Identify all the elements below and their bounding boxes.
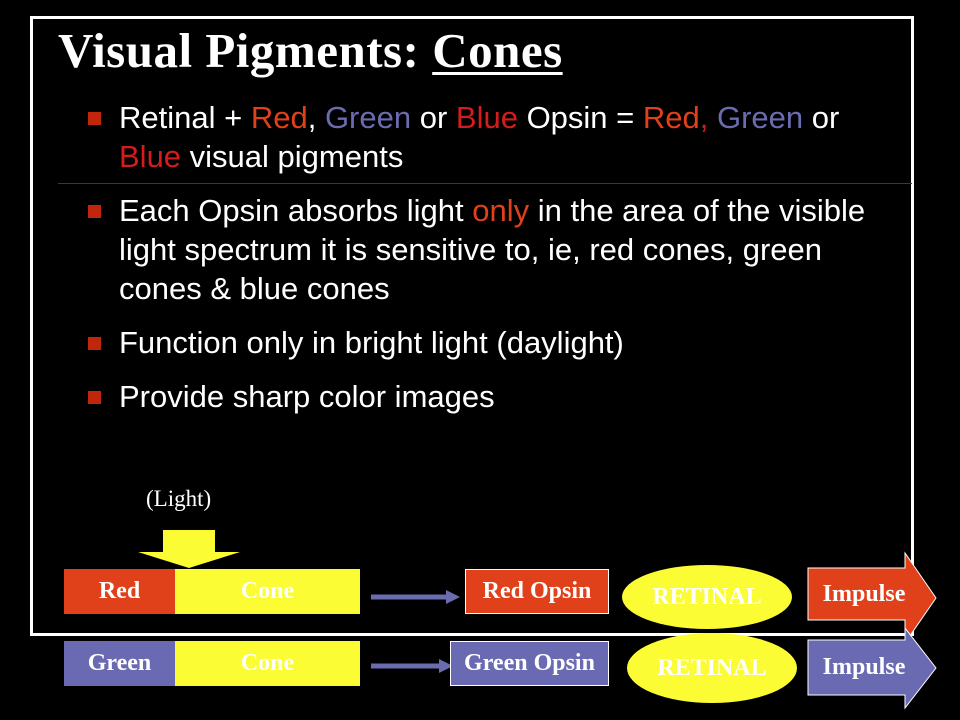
impulse-arrow-red: [807, 551, 937, 645]
bullet-opsin-absorbs: Each Opsin absorbs light only in the are…: [88, 191, 888, 308]
bullet-sharp-images: Provide sharp color images: [88, 377, 888, 416]
bullet-bright-light: Function only in bright light (daylight): [88, 323, 888, 362]
green-opsin-box: Green Opsin: [450, 641, 609, 686]
retinal-oval-green: RETINAL: [627, 633, 797, 703]
green-label-box: Green: [64, 641, 175, 686]
light-label: (Light): [146, 486, 212, 511]
green-cone-box: Cone: [175, 641, 360, 686]
red-cone-box: Cone: [175, 569, 360, 614]
bullet-marker: [88, 337, 101, 350]
impulse-label-red: Impulse: [822, 581, 906, 607]
impulse-arrow-green: [807, 626, 937, 710]
light-arrow: [138, 530, 240, 568]
red-label-box: Red: [64, 569, 175, 614]
bullet-list: Retinal + Red, Green or Blue Opsin = Red…: [88, 98, 888, 431]
divider-line: [58, 183, 912, 184]
bullet-retinal-opsin: Retinal + Red, Green or Blue Opsin = Red…: [88, 98, 888, 176]
red-opsin-box: Red Opsin: [465, 569, 609, 614]
impulse-label-green: Impulse: [822, 654, 906, 680]
bullet-marker: [88, 205, 101, 218]
retinal-oval-red: RETINAL: [622, 565, 792, 629]
bullet-marker: [88, 391, 101, 404]
bullet-marker: [88, 112, 101, 125]
slide-frame: [30, 16, 914, 636]
title-underlined: Cones: [432, 23, 563, 78]
slide-title: Visual Pigments: Cones: [58, 23, 563, 78]
